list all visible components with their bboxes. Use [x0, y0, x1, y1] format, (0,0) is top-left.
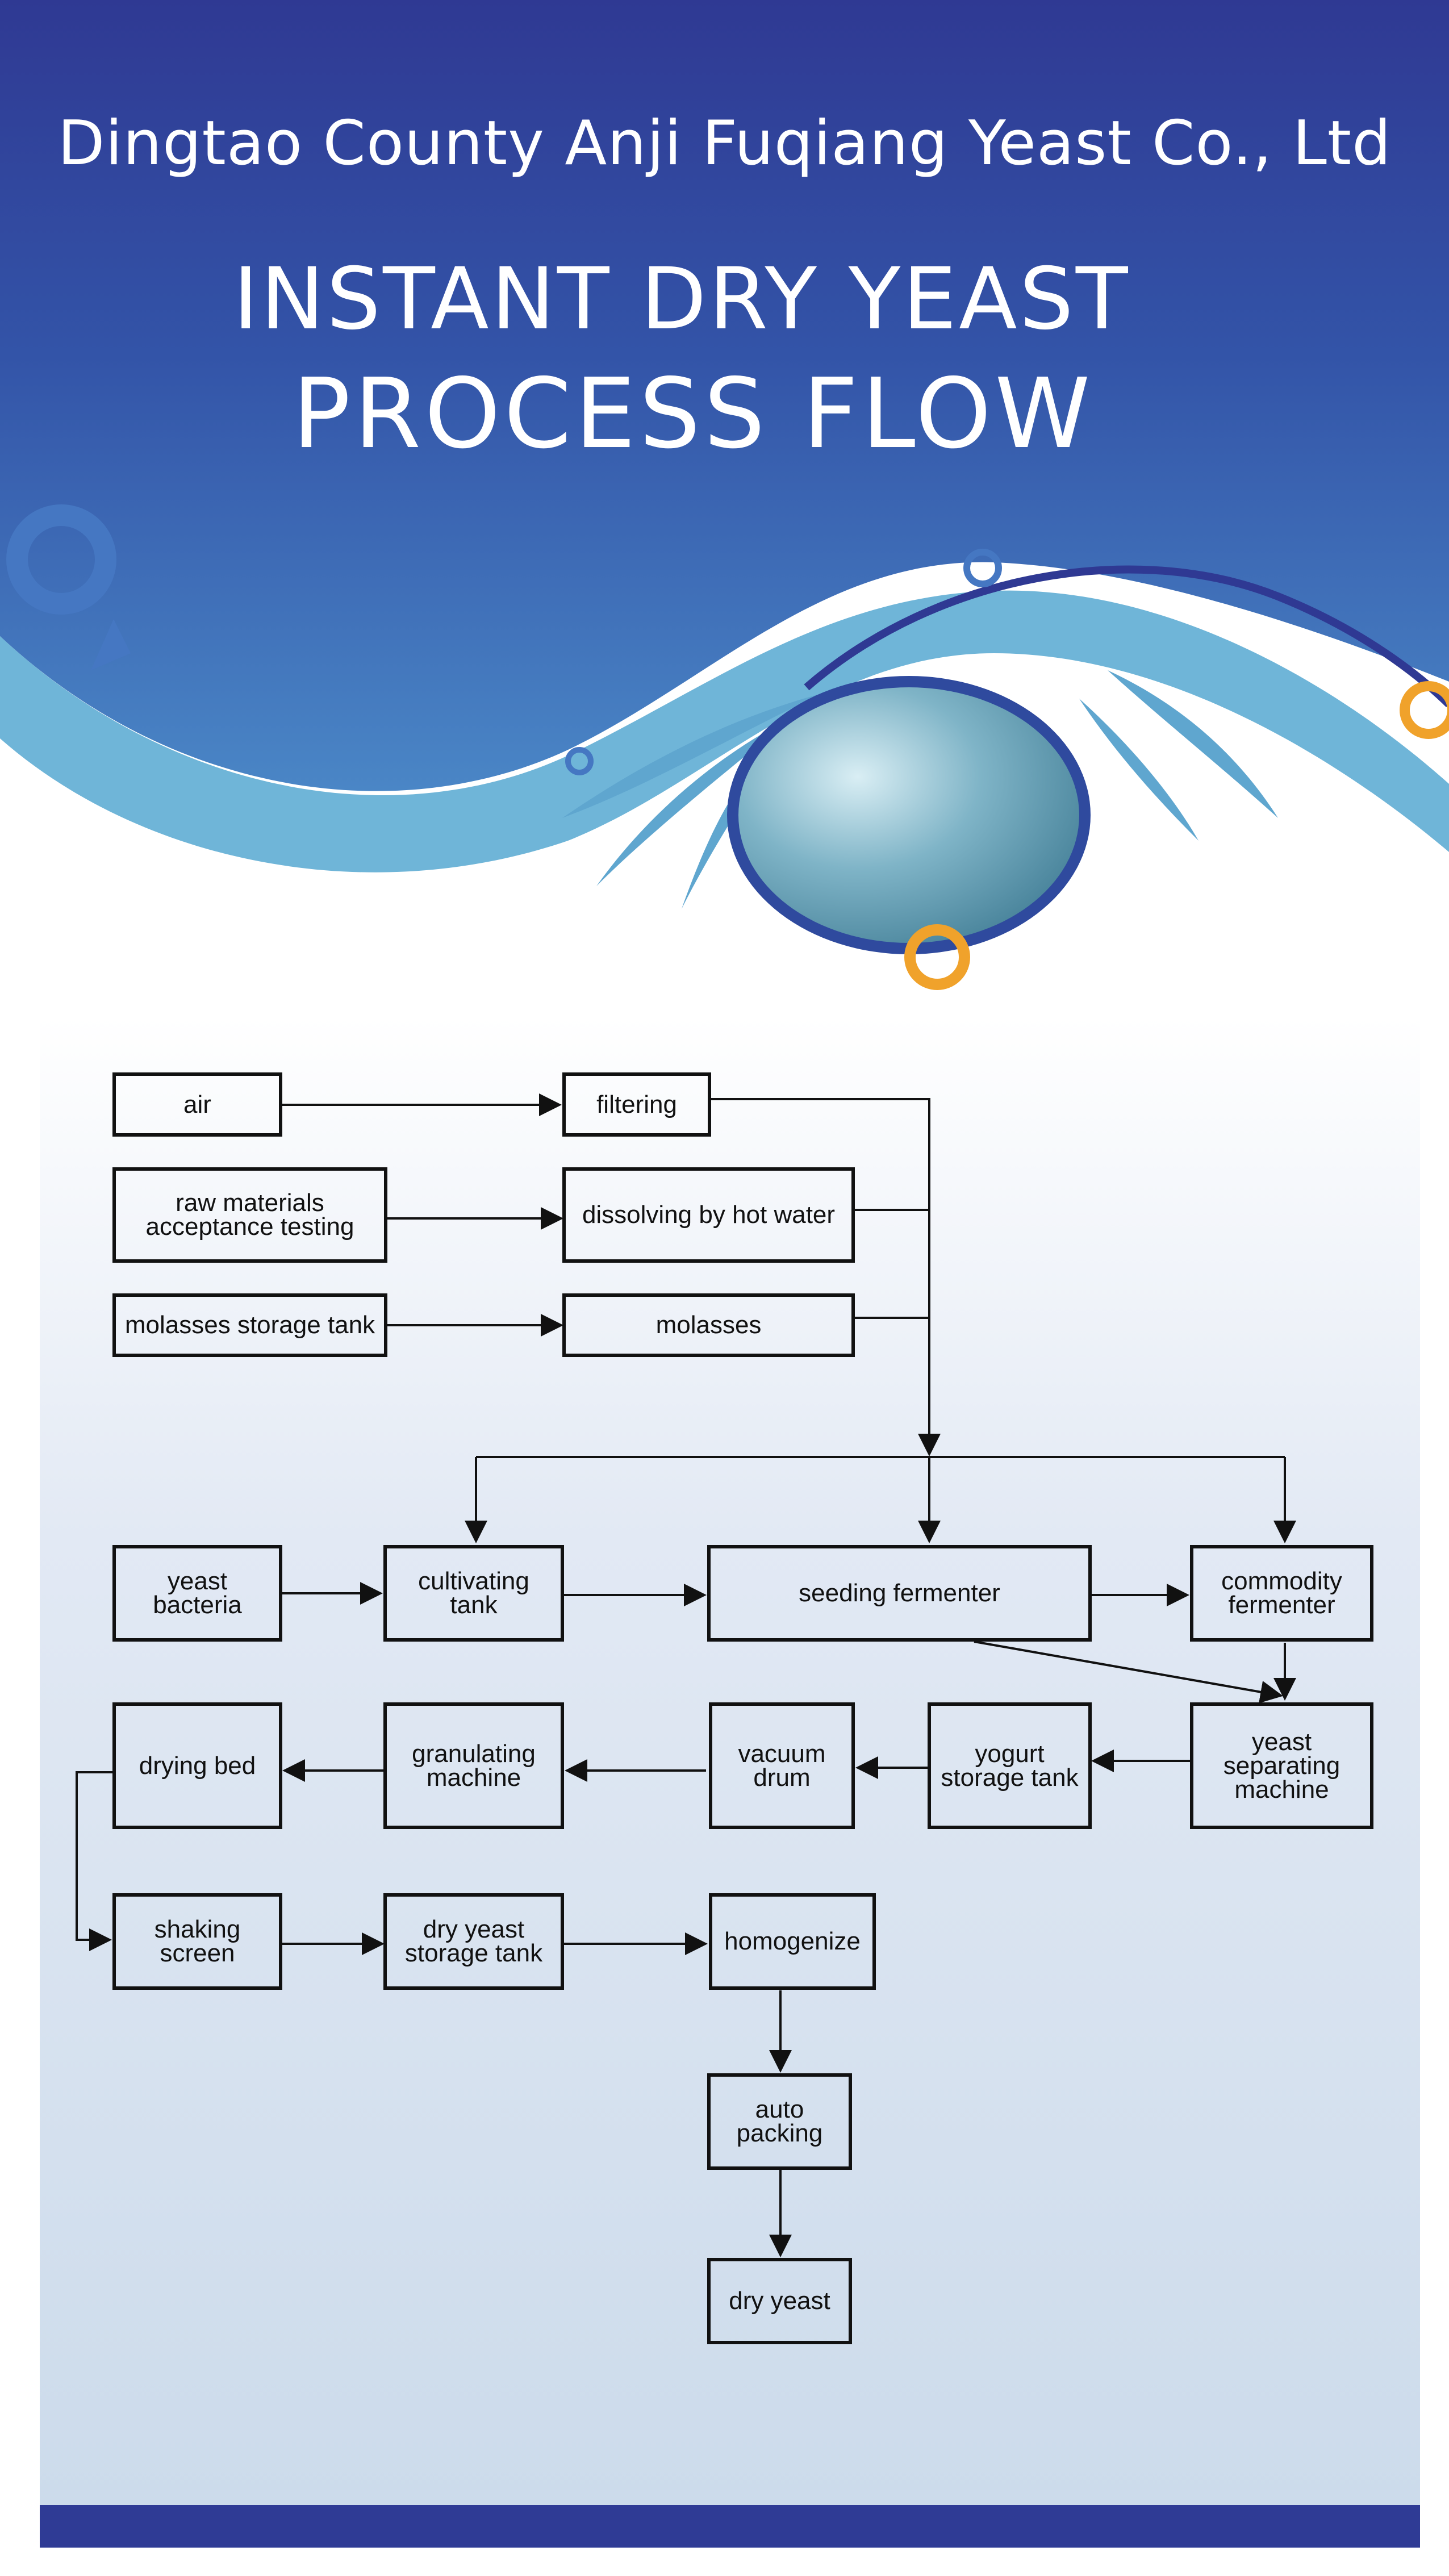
company-name: Dingtao County Anji Fuqiang Yeast Co., L… [57, 108, 1392, 179]
node-drying-bed: drying bed [112, 1702, 282, 1829]
title-line-1: INSTANT DRY YEAST [233, 250, 1130, 349]
node-filtering: filtering [562, 1072, 711, 1137]
header-banner [0, 0, 1449, 1022]
node-molasses-storage-tank: molasses storage tank [112, 1293, 387, 1357]
node-dry-yeast-storage-tank: dry yeast storage tank [383, 1893, 564, 1990]
node-dissolving: dissolving by hot water [562, 1167, 855, 1263]
node-seeding-fermenter: seeding fermenter [707, 1545, 1092, 1642]
node-auto-packing: auto packing [707, 2073, 852, 2170]
node-yeast-bacteria: yeast bacteria [112, 1545, 282, 1642]
node-homogenize: homogenize [709, 1893, 876, 1990]
node-air: air [112, 1072, 282, 1137]
node-commodity-fermenter: commodity fermenter [1190, 1545, 1373, 1642]
wave-illustration [0, 0, 1449, 990]
node-yogurt-storage-tank: yogurt storage tank [928, 1702, 1092, 1829]
node-yeast-separating-machine: yeast separating machine [1190, 1702, 1373, 1829]
node-dry-yeast: dry yeast [707, 2258, 852, 2344]
node-molasses: molasses [562, 1293, 855, 1357]
bottom-bar [40, 2505, 1420, 2548]
node-cultivating-tank: cultivating tank [383, 1545, 564, 1642]
node-shaking-screen: shaking screen [112, 1893, 282, 1990]
node-raw-materials: raw materials acceptance testing [112, 1167, 387, 1263]
title-line-2: PROCESS FLOW [292, 358, 1094, 470]
node-vacuum-drum: vacuum drum [709, 1702, 855, 1829]
node-granulating-machine: granulating machine [383, 1702, 564, 1829]
